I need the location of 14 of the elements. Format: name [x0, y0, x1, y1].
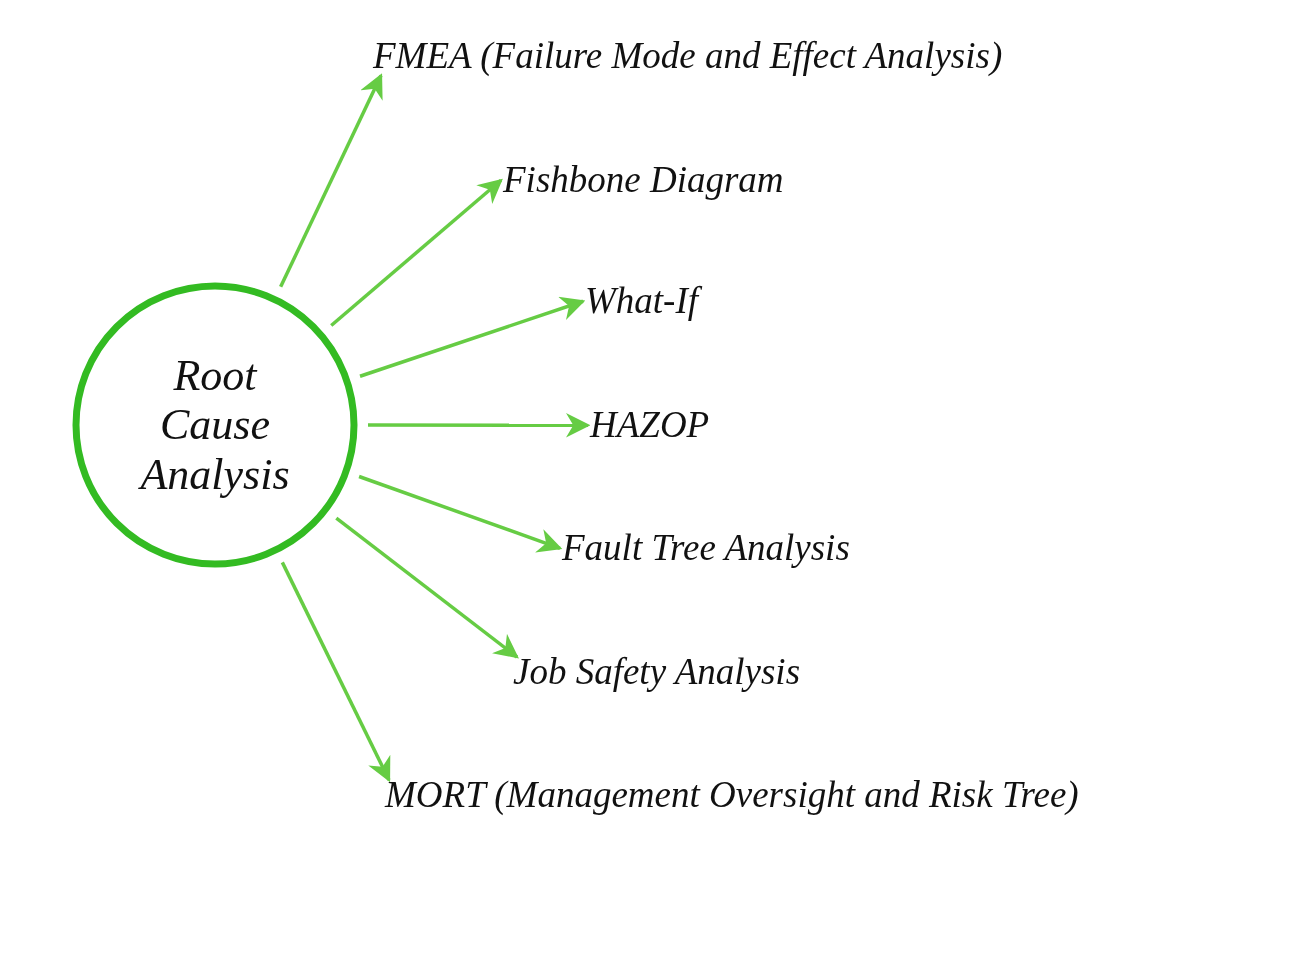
method-label: MORT (Management Oversight and Risk Tree) [385, 774, 1079, 817]
method-label: HAZOP [590, 404, 710, 447]
arrow [359, 296, 586, 378]
arrow [335, 516, 519, 659]
arrow [279, 73, 383, 288]
arrow [368, 413, 591, 438]
hub-label: Root Cause Analysis [137, 351, 291, 499]
arrow [358, 474, 563, 553]
arrow [330, 178, 503, 327]
method-label: FMEA (Failure Mode and Effect Analysis) [373, 35, 1003, 78]
arrow [280, 561, 391, 783]
method-label: Job Safety Analysis [513, 651, 801, 694]
method-label: Fault Tree Analysis [562, 527, 850, 570]
method-label: Fishbone Diagram [503, 159, 784, 202]
